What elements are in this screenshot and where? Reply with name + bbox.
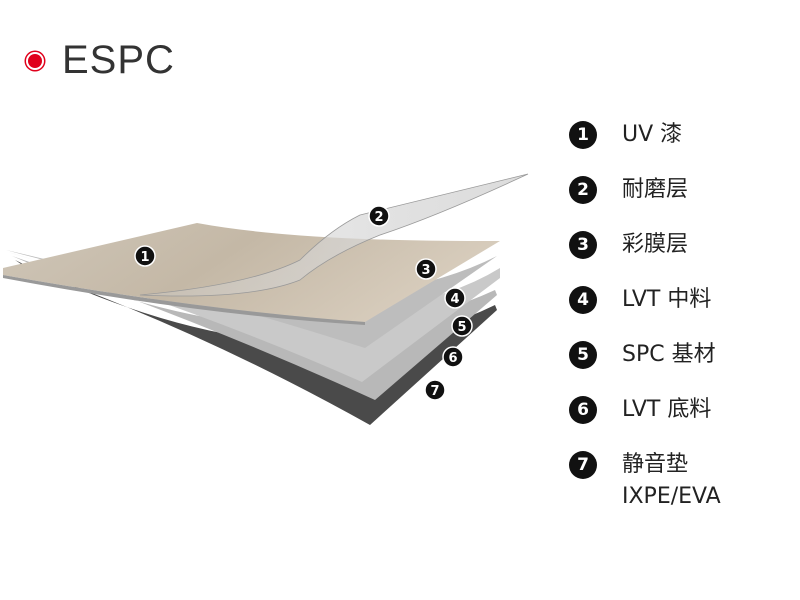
- marker-1-number: 1: [140, 250, 149, 265]
- marker-5-number: 5: [457, 320, 466, 335]
- layer-3-film: [3, 223, 500, 322]
- marker-4-number: 4: [450, 292, 459, 307]
- legend-label: LVT 底料: [622, 397, 712, 422]
- marker-3: 3: [415, 258, 437, 280]
- number-badge: 1: [569, 121, 597, 149]
- number-badge: 4: [569, 286, 597, 314]
- number-badge: 5: [569, 341, 597, 369]
- marker-6: 6: [442, 346, 464, 368]
- marker-6-number: 6: [448, 351, 457, 366]
- marker-7: 7: [424, 379, 446, 401]
- marker-1: 1: [134, 245, 156, 267]
- legend-label-line2: IXPE/EVA: [622, 484, 721, 509]
- layer-1-edge: [3, 268, 365, 325]
- number-badge: 3: [569, 231, 597, 259]
- marker-3-number: 3: [421, 263, 430, 278]
- layer-legend: 1 UV 漆 2 耐磨层 3 彩膜层 4 LVT 中料 5 SPC 基材 6 L…: [569, 120, 789, 540]
- marker-2: 2: [368, 205, 390, 227]
- number-badge: 2: [569, 176, 597, 204]
- layer-5-spc: [8, 252, 500, 382]
- legend-label: 彩膜层: [622, 232, 689, 257]
- number-badge: 6: [569, 396, 597, 424]
- marker-2-number: 2: [374, 210, 383, 225]
- title-text: ESPC: [62, 38, 175, 82]
- legend-label: LVT 中料: [622, 287, 712, 312]
- number-badge: 7: [569, 451, 597, 479]
- red-bullet-icon: [28, 53, 42, 68]
- marker-4: 4: [444, 287, 466, 309]
- floor-layers-illustration: 1 2 3 4 5 6 7: [3, 173, 529, 425]
- marker-5: 5: [451, 315, 473, 337]
- page-title: ESPC: [28, 38, 175, 83]
- layer-2-wear: [139, 173, 529, 297]
- marker-7-number: 7: [430, 384, 439, 399]
- legend-label-line1: 静音垫: [622, 452, 689, 477]
- legend-label: SPC 基材: [622, 342, 716, 367]
- legend-label: 耐磨层: [622, 177, 689, 202]
- legend-label: UV 漆: [622, 122, 683, 147]
